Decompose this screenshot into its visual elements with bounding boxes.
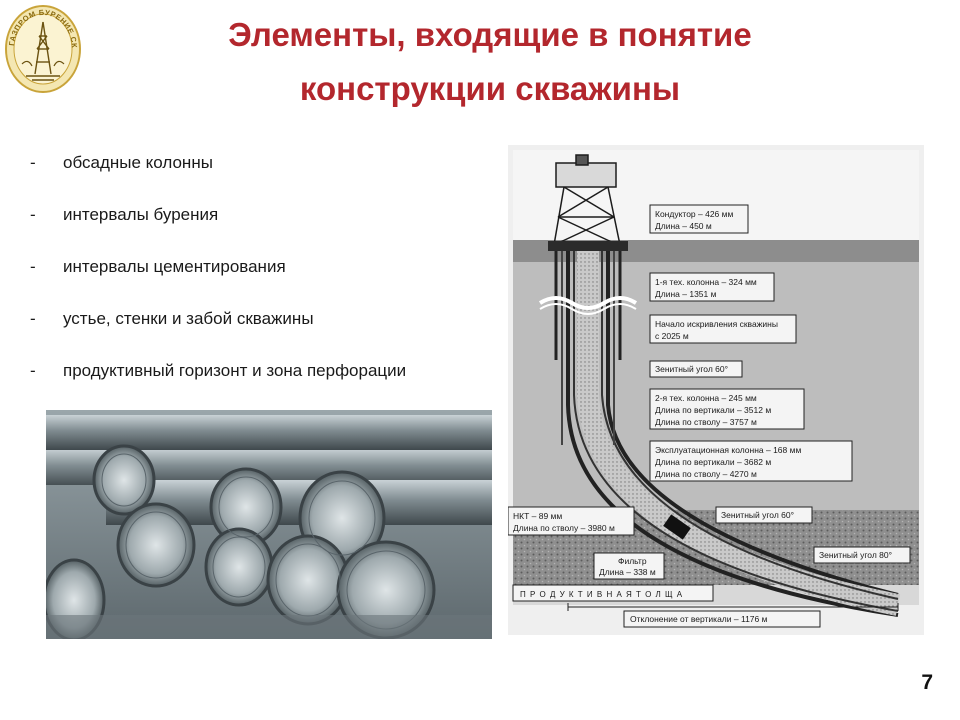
label-tech1-1: 1-я тех. колонна – 324 мм bbox=[655, 277, 757, 287]
company-logo: ГАЗПРОМ БУРЕНИЕ СКВАЖИН bbox=[4, 4, 81, 93]
label-zenith80: Зенитный угол 80° bbox=[819, 550, 892, 560]
label-filter-1: Фильтр bbox=[618, 556, 647, 566]
label-curve-2: с 2025 м bbox=[655, 331, 689, 341]
label-zenith60b: Зенитный угол 60° bbox=[721, 510, 794, 520]
list-item: -интервалы бурения bbox=[30, 205, 219, 224]
derrick-icon bbox=[553, 154, 621, 246]
list-item: -обсадные колонны bbox=[30, 153, 213, 172]
list-item: -интервалы цементирования bbox=[30, 257, 286, 276]
label-zenith60a: Зенитный угол 60° bbox=[655, 364, 728, 374]
title-line-1: Элементы, входящие в понятие bbox=[228, 16, 752, 53]
label-nkt-2: Длина по стволу – 3980 м bbox=[513, 523, 615, 533]
list-item: -продуктивный горизонт и зона перфорации bbox=[30, 361, 407, 380]
label-tech2-1: 2-я тех. колонна – 245 мм bbox=[655, 393, 757, 403]
list-item: -устье, стенки и забой скважины bbox=[30, 309, 314, 328]
derrick-icon bbox=[26, 21, 60, 81]
label-curve-1: Начало искривления скважины bbox=[655, 319, 778, 329]
label-tech2-3: Длина по стволу – 3757 м bbox=[655, 417, 757, 427]
label-productive: П Р О Д У К Т И В Н А Я Т О Л Щ А bbox=[520, 590, 683, 599]
label-exp-1: Эксплуатационная колонна – 168 мм bbox=[655, 445, 801, 455]
page-number: 7 bbox=[921, 671, 933, 694]
well-construction-scheme: Кондуктор – 426 мм Длина – 450 м 1-я тех… bbox=[508, 145, 924, 635]
label-tech2-2: Длина по вертикали – 3512 м bbox=[655, 405, 771, 415]
label-filter-2: Длина – 338 м bbox=[599, 567, 656, 577]
label-conductor-2: Длина – 450 м bbox=[655, 221, 712, 231]
title-line-2: конструкции скважины bbox=[299, 70, 681, 107]
label-deviation: Отклонение от вертикали – 1176 м bbox=[630, 614, 768, 624]
label-exp-3: Длина по стволу – 4270 м bbox=[655, 469, 757, 479]
casing-pipes-photo bbox=[46, 410, 492, 639]
slide-title: Элементы, входящие в понятие конструкции… bbox=[100, 8, 880, 116]
bullet-list: -обсадные колонны -интервалы бурения -ин… bbox=[30, 146, 500, 406]
label-conductor-1: Кондуктор – 426 мм bbox=[655, 209, 733, 219]
label-nkt-1: НКТ – 89 мм bbox=[513, 511, 562, 521]
label-exp-2: Длина по вертикали – 3682 м bbox=[655, 457, 771, 467]
label-tech1-2: Длина – 1351 м bbox=[655, 289, 717, 299]
